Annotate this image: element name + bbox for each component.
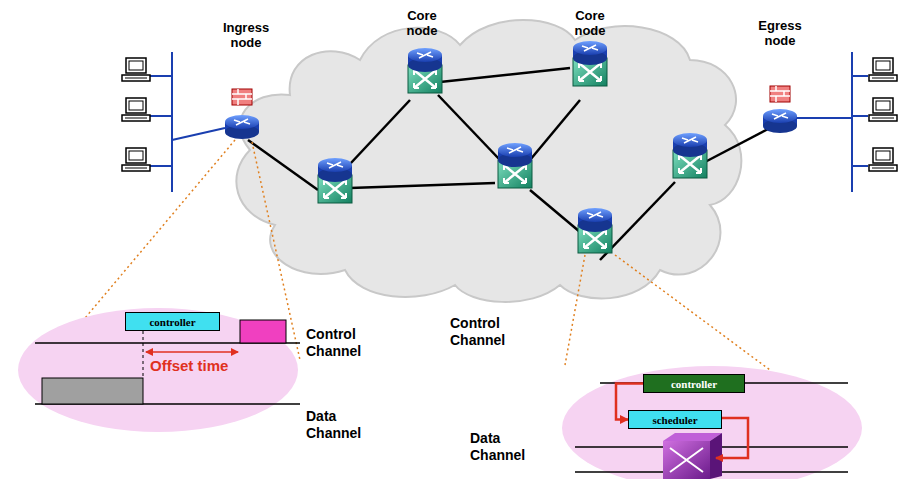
text-label: Egress node [755,18,805,48]
text-label: Data Channel [470,430,530,464]
controller-box: controller [125,312,220,331]
text-label: Data Channel [306,408,366,442]
box-text: controller [149,316,195,328]
controller-box: controller [643,374,745,393]
box-text: controller [671,378,717,390]
text-label: Offset time [150,357,280,375]
text-label: Control Channel [306,326,376,360]
text-label: Ingress node [222,20,270,50]
controller-box: scheduler [628,410,722,429]
text-label: Core node [400,8,444,38]
text-label: Control Channel [450,315,520,349]
box-text: scheduler [652,414,697,426]
text-label: Core node [568,8,612,38]
